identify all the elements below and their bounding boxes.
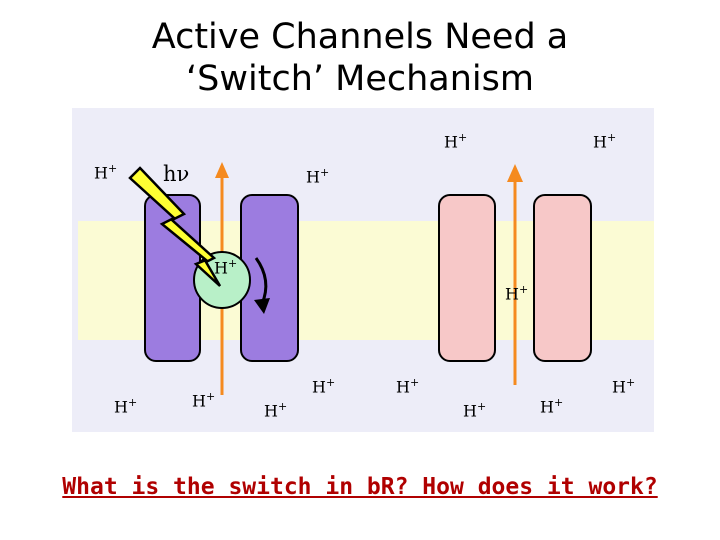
question-text: What is the switch in bR? How does it wo…: [62, 474, 658, 500]
proton-label: H+: [540, 396, 564, 417]
slide-title-line-1: Active Channels Need a: [151, 17, 569, 57]
proton-label: H+: [312, 376, 336, 397]
channel-helix-right: [533, 194, 592, 362]
proton-label: H+: [396, 376, 420, 397]
photon-label: hν: [163, 162, 190, 186]
lightning-bolt-icon: [128, 166, 222, 287]
proton-label: H+: [463, 400, 487, 421]
proton-label: H+: [306, 166, 330, 187]
proton-label: H+: [114, 396, 138, 417]
proton-label: H+: [505, 283, 529, 304]
proton-label: H+: [264, 400, 288, 421]
proton-label: H+: [94, 162, 118, 183]
center-ion-label: H+: [214, 257, 238, 278]
proton-label: H+: [444, 131, 468, 152]
rotation-arrow-icon: [254, 257, 270, 314]
slide-title-line-2: ‘Switch’ Mechanism: [186, 59, 534, 99]
proton-label: H+: [192, 390, 216, 411]
proton-label: H+: [612, 376, 636, 397]
channel-flow-arrow-icon: [507, 164, 523, 385]
channel-helix-left: [438, 194, 496, 362]
proton-label: H+: [593, 131, 617, 152]
